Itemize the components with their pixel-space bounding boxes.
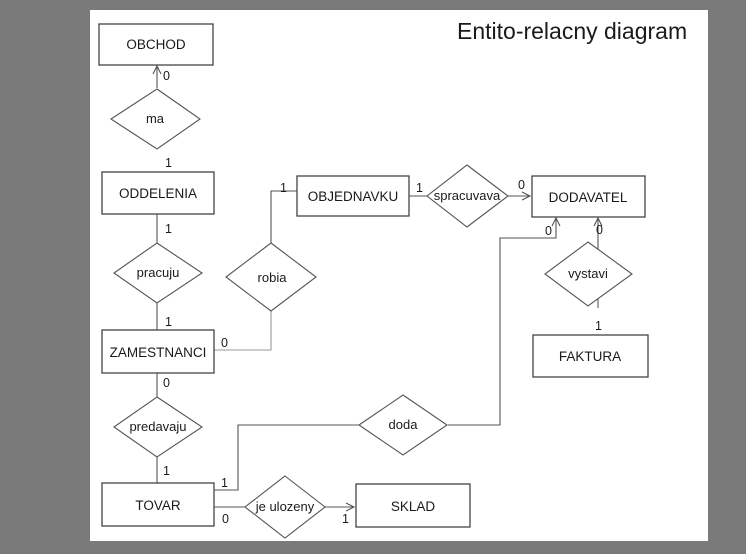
diagram-canvas: Entito-relacny diagram OBCHOD ODDELENIA … — [90, 10, 708, 541]
er-diagram: Entito-relacny diagram OBCHOD ODDELENIA … — [98, 18, 687, 539]
relationship-pracuju-label: pracuju — [137, 265, 180, 280]
relationship-je-ulozeny-label: je ulozeny — [255, 499, 315, 514]
connectors — [157, 66, 598, 507]
entity-oddelenia-label: ODDELENIA — [119, 186, 197, 201]
entity-faktura[interactable]: FAKTURA — [532, 334, 649, 378]
relationship-doda[interactable]: doda — [358, 394, 448, 456]
entity-sklad[interactable]: SKLAD — [355, 483, 471, 528]
entity-oddelenia[interactable]: ODDELENIA — [101, 171, 215, 215]
relationship-ma[interactable]: ma — [109, 88, 201, 150]
relationship-robia-label: robia — [258, 270, 288, 285]
relationship-ma-label: ma — [146, 111, 165, 126]
entity-tovar[interactable]: TOVAR — [101, 482, 215, 527]
cardinality-objednavku-robia: 1 — [280, 181, 287, 195]
line-doda-dodavatel — [448, 218, 556, 426]
diagram-title: Entito-relacny diagram — [457, 18, 687, 44]
cardinality-faktura-vystavi: 1 — [595, 319, 602, 333]
relationship-je-ulozeny[interactable]: je ulozeny — [244, 475, 326, 539]
cardinality-dodavatel-spracuvava: 0 — [518, 178, 525, 192]
cardinality-tovar-doda: 1 — [221, 476, 228, 490]
relationship-robia[interactable]: robia — [225, 242, 317, 312]
entity-objednavku[interactable]: OBJEDNAVKU — [296, 175, 410, 217]
entity-obchod[interactable]: OBCHOD — [98, 23, 214, 66]
cardinality-dodavatel-vystavi: 0 — [596, 223, 603, 237]
entity-faktura-label: FAKTURA — [559, 349, 621, 364]
entity-zamestnanci[interactable]: ZAMESTNANCI — [101, 329, 215, 374]
entity-zamestnanci-label: ZAMESTNANCI — [110, 345, 207, 360]
relationship-vystavi[interactable]: vystavi — [544, 241, 633, 307]
cardinality-zamestnanci-predavaju: 0 — [163, 376, 170, 390]
line-zamestnanci-robia — [214, 310, 272, 351]
entity-obchod-label: OBCHOD — [126, 37, 186, 52]
cardinality-tovar-predavaju: 1 — [163, 464, 170, 478]
cardinality-oddelenia-ma: 1 — [165, 156, 172, 170]
cardinality-obchod-ma: 0 — [163, 69, 170, 83]
relationship-pracuju[interactable]: pracuju — [113, 242, 203, 304]
relationship-predavaju-label: predavaju — [129, 419, 186, 434]
relationship-vystavi-label: vystavi — [568, 266, 608, 281]
cardinality-zamestnanci-pracuju: 1 — [165, 315, 172, 329]
cardinality-sklad-je-ulozeny: 1 — [342, 512, 349, 526]
relationship-spracuvava-label: spracuvava — [434, 188, 501, 203]
relationship-doda-label: doda — [389, 417, 419, 432]
entity-dodavatel[interactable]: DODAVATEL — [531, 175, 646, 218]
relationship-spracuvava[interactable]: spracuvava — [426, 164, 509, 228]
entity-dodavatel-label: DODAVATEL — [549, 190, 628, 205]
entity-sklad-label: SKLAD — [391, 499, 436, 514]
line-tovar-doda — [214, 424, 360, 491]
cardinality-objednavku-spracuvava: 1 — [416, 181, 423, 195]
cardinalities: 0 1 1 1 1 0 1 0 0 0 1 0 1 1 0 1 — [163, 69, 603, 526]
cardinality-zamestnanci-robia: 0 — [221, 336, 228, 350]
cardinality-tovar-je-ulozeny: 0 — [222, 512, 229, 526]
relationship-predavaju[interactable]: predavaju — [113, 396, 203, 458]
entity-objednavku-label: OBJEDNAVKU — [308, 189, 399, 204]
entity-tovar-label: TOVAR — [135, 498, 181, 513]
line-robia-objednavku — [270, 190, 297, 243]
cardinality-oddelenia-pracuju: 1 — [165, 222, 172, 236]
cardinality-dodavatel-doda: 0 — [545, 224, 552, 238]
